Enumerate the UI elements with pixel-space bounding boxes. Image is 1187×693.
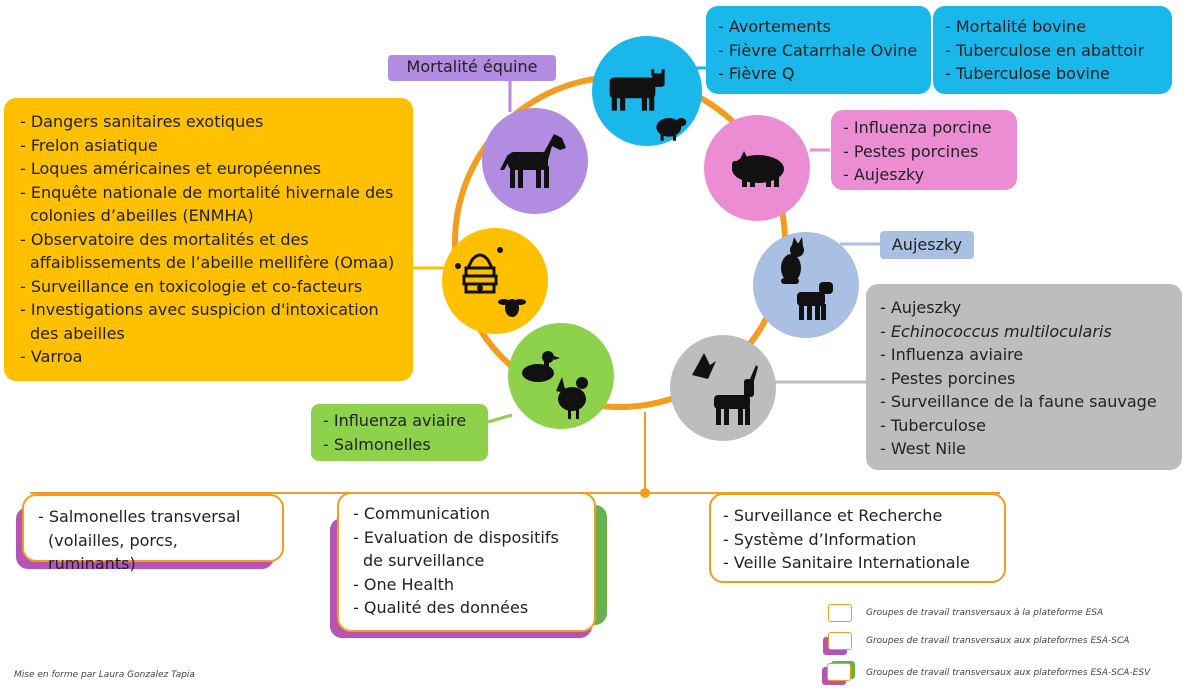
bovine-box-right: Mortalité bovineTuberculose en abattoirT… [933,6,1172,94]
legend-swatch-esv [827,663,851,681]
list-item: Influenza aviaire [880,343,1168,367]
list-item: Varroa [20,345,397,369]
list-item: Pestes porcines [880,367,1168,391]
branch-node [640,488,650,498]
list-item: Surveillance et Recherche [723,504,992,528]
legend-swatch-esa [828,604,852,622]
list-item: Aujeszky [843,163,1005,187]
cat-dog-icon [781,237,833,320]
line-avian [487,413,513,424]
apiculture-circle [442,228,548,334]
duck-rooster-icon [522,351,588,419]
bird-goat-icon [692,353,758,425]
legend-swatch-sca [828,632,852,650]
list-item: Surveillance de la faune sauvage [880,390,1168,414]
list-item: Pestes porcines [843,140,1005,164]
list-item: Tuberculose bovine [945,62,1160,86]
cow-sheep-icon [609,69,687,141]
equine-label: Mortalité équine [388,55,556,81]
list-item: Loques américaines et européennes [20,157,397,181]
list-item: Fièvre Catarrhale Ovine [718,39,919,63]
equine-circle [482,108,588,214]
carnivores-circle [753,232,859,338]
list-item: Evaluation de dispositifs de surveillanc… [353,526,580,573]
list-item: Tuberculose [880,414,1168,438]
pig-icon [732,151,784,187]
list-item: Dangers sanitaires exotiques [20,110,397,134]
list-item: Avortements [718,15,919,39]
avian-box: Influenza aviaireSalmonelles [311,404,488,461]
list-item: Observatoire des mortalités et des affai… [20,228,397,275]
carnivores-label: Aujeszky [880,231,974,259]
list-item: Salmonelles [323,433,476,457]
wildlife-circle [670,335,776,441]
salmonelles-text: - Salmonelles transversal (volailles, po… [38,507,241,573]
list-item: Influenza aviaire [323,409,476,433]
bovine-circle [592,36,702,146]
list-item: Frelon asiatique [20,134,397,158]
beehive-bee-icon [455,247,526,317]
list-item: Mortalité bovine [945,15,1160,39]
list-item: Investigations avec suspicion d'intoxica… [20,298,397,345]
list-item: Veille Sanitaire Internationale [723,551,992,575]
list-item: One Health [353,573,580,597]
porcine-circle [704,115,810,221]
legend-label-sca: Groupes de travail transversaux aux plat… [866,636,1130,646]
list-item: Tuberculose en abattoir [945,39,1160,63]
list-item: Système d’Information [723,528,992,552]
esv-group: Communication Evaluation de dispositifs … [337,492,596,632]
wildlife-box: Aujeszky Echinococcus multilocularis Inf… [866,284,1182,470]
list-item: Fièvre Q [718,62,919,86]
apiculture-box: Dangers sanitaires exotiques Frelon asia… [4,98,413,381]
list-item: Echinococcus multilocularis [880,320,1168,344]
bovine-box-left: AvortementsFièvre Catarrhale OvineFièvre… [706,6,931,94]
horse-icon [500,134,566,188]
legend-label-esa: Groupes de travail transversaux à la pla… [866,608,1104,618]
salmonelles-group: - Salmonelles transversal (volailles, po… [22,494,284,573]
credit: Mise en forme par Laura Gonzalez Tapia [14,670,195,680]
list-item: Surveillance en toxicologie et co-facteu… [20,275,397,299]
list-item: Enquête nationale de mortalité hivernale… [20,181,397,228]
avian-circle [508,323,614,429]
legend-label-esv: Groupes de travail transversaux aux plat… [866,668,1151,678]
list-item: Influenza porcine [843,116,1005,140]
list-item: Communication [353,502,580,526]
porcine-box: Influenza porcinePestes porcinesAujeszky [831,110,1017,190]
esa-group: Surveillance et Recherche Système d’Info… [709,493,1006,583]
list-item: Qualité des données [353,596,580,620]
list-item: Aujeszky [880,296,1168,320]
list-item: West Nile [880,437,1168,461]
